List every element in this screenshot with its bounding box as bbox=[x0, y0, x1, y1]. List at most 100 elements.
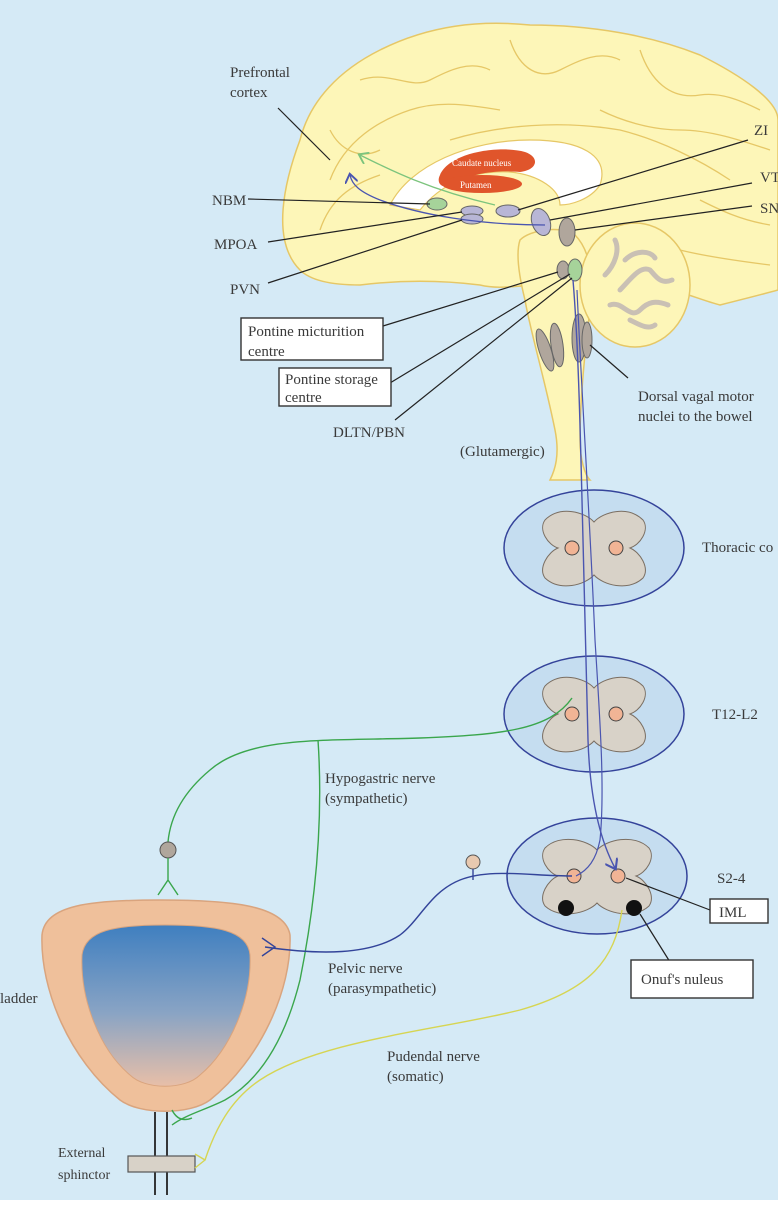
s2-4-grey-matter bbox=[542, 838, 652, 915]
hypogastric-branch bbox=[171, 739, 321, 1126]
arbor-vitae bbox=[602, 237, 675, 330]
hypogastric-nerve bbox=[167, 697, 573, 843]
text-line: Pelvic nerve bbox=[328, 961, 403, 977]
iml-leader bbox=[625, 877, 711, 911]
putamen-label: Putamen bbox=[460, 180, 492, 190]
thoracic-grey-matter bbox=[542, 510, 646, 587]
text-line: Dorsal vagal motor bbox=[638, 389, 754, 405]
s2-4-neuron-right bbox=[610, 868, 626, 884]
sn-nucleus bbox=[558, 217, 576, 247]
mpoa-label: MPOA bbox=[214, 237, 258, 253]
zi-leader bbox=[517, 139, 749, 211]
bladder-lumen bbox=[81, 924, 251, 1087]
t12-label: T12-L2 bbox=[712, 707, 758, 723]
vt-leader bbox=[549, 182, 753, 221]
spinal-label-group: Thoracic co T12-L2 S2-4 IML Onuf's nuleu… bbox=[641, 540, 773, 988]
onuf-label: Onuf's nuleus bbox=[641, 972, 723, 988]
text-line: Hypogastric nerve bbox=[325, 771, 436, 787]
dorsal-vagal-leader bbox=[589, 344, 629, 379]
pudendal-label: Pudendal nerve(somatic) bbox=[387, 1049, 480, 1085]
sympathetic-terminal bbox=[157, 858, 179, 896]
bladder bbox=[41, 899, 291, 1195]
psc-box bbox=[278, 367, 392, 407]
onuf-box bbox=[630, 959, 754, 999]
pelvic-nerve bbox=[264, 872, 573, 953]
descending-pathway bbox=[572, 279, 615, 868]
onuf-nucleus-left bbox=[558, 900, 574, 916]
sympathetic-ganglion bbox=[159, 841, 177, 859]
pvn-leader bbox=[267, 219, 463, 284]
brain-nuclei bbox=[426, 197, 593, 372]
psc-nucleus bbox=[567, 258, 583, 282]
t12-grey-matter bbox=[542, 676, 646, 753]
sn-label: SN bbox=[760, 201, 778, 217]
nbm-label: NBM bbox=[212, 193, 246, 209]
pvn-label: PVN bbox=[230, 282, 260, 298]
text-line: (sympathetic) bbox=[325, 791, 407, 807]
descending-pathway-2 bbox=[575, 289, 603, 877]
text-line: centre bbox=[285, 390, 322, 406]
nerve-label-group: Hypogastric nerve (sympathetic) Pelvic ne… bbox=[325, 771, 480, 1085]
t12-l2-section bbox=[503, 655, 685, 773]
hypogastric-label: Hypogastric nerve (sympathetic) bbox=[325, 771, 436, 807]
psc-leader bbox=[389, 273, 571, 384]
s2-4-section bbox=[506, 817, 688, 935]
pmc-box bbox=[240, 317, 384, 361]
text-line: cortex bbox=[230, 85, 268, 101]
iml-box bbox=[709, 898, 769, 924]
text-line: External bbox=[58, 1146, 106, 1161]
t12-neuron-right bbox=[608, 706, 624, 722]
iml-label: IML bbox=[719, 905, 747, 921]
hypogastric-sphincter-branch bbox=[171, 1109, 193, 1121]
leader-lines bbox=[247, 107, 753, 971]
text-line: Pontine storage bbox=[285, 372, 378, 388]
text-line: Pontine micturition bbox=[248, 324, 365, 340]
pudendal-terminal bbox=[194, 1153, 207, 1169]
external-sphincter bbox=[127, 1155, 196, 1173]
spinal-cord-sections bbox=[503, 489, 688, 935]
parasympathetic-ganglion bbox=[465, 854, 481, 870]
bladder-label-group: ladder External sphinctor bbox=[0, 991, 110, 1183]
prefrontal-leader bbox=[277, 107, 331, 161]
dorsal-vagal-nucleus-2 bbox=[581, 321, 593, 359]
nbm-leader bbox=[247, 198, 431, 205]
text-line: Prefrontal bbox=[230, 65, 290, 81]
bladder-label: ladder bbox=[0, 991, 37, 1007]
pvn-nucleus bbox=[460, 213, 484, 225]
pmc-label: Pontine micturition centre bbox=[248, 324, 365, 360]
gyri bbox=[319, 39, 771, 266]
dltn-label: DLTN/PBN bbox=[333, 425, 405, 441]
onuf-nucleus-right bbox=[626, 900, 642, 916]
t12-neuron-left bbox=[564, 706, 580, 722]
pmc-leader bbox=[382, 271, 559, 327]
prefrontal-label: Prefrontal cortex bbox=[230, 65, 290, 101]
thoracic-label: Thoracic co bbox=[702, 540, 773, 556]
pelvic-terminal bbox=[261, 937, 277, 957]
dorsal-vagal-label: Dorsal vagal motor nuclei to the bowel bbox=[638, 389, 754, 425]
text-line: nuclei to the bowel bbox=[638, 409, 753, 425]
prefrontal-projection-blue bbox=[350, 175, 546, 226]
text-line: (parasympathetic) bbox=[328, 981, 436, 997]
dltn-leader bbox=[394, 277, 573, 421]
text-line: Pudendal nerve bbox=[387, 1049, 480, 1065]
brainstem-nucleus-1 bbox=[535, 328, 555, 372]
zi-nucleus bbox=[495, 204, 521, 218]
thoracic-neuron-left bbox=[564, 540, 580, 556]
brainstem-nucleus-2 bbox=[549, 322, 565, 368]
cerebellum bbox=[579, 222, 691, 348]
psc-label: Pontine storage centre bbox=[285, 372, 378, 406]
caudate-label: Caudate nucleus bbox=[452, 158, 512, 168]
putamen bbox=[442, 175, 522, 193]
sn-leader bbox=[574, 205, 753, 231]
text-line: centre bbox=[248, 344, 285, 360]
glutamergic-label: (Glutamergic) bbox=[460, 444, 545, 460]
corpus-callosum bbox=[389, 139, 603, 211]
vt-label: VT bbox=[760, 170, 778, 186]
pelvic-label: Pelvic nerve (parasympathetic) bbox=[328, 961, 436, 997]
thoracic-neuron-right bbox=[608, 540, 624, 556]
text-line: sphinctor bbox=[58, 1168, 110, 1183]
pudendal-nerve bbox=[204, 909, 623, 1161]
